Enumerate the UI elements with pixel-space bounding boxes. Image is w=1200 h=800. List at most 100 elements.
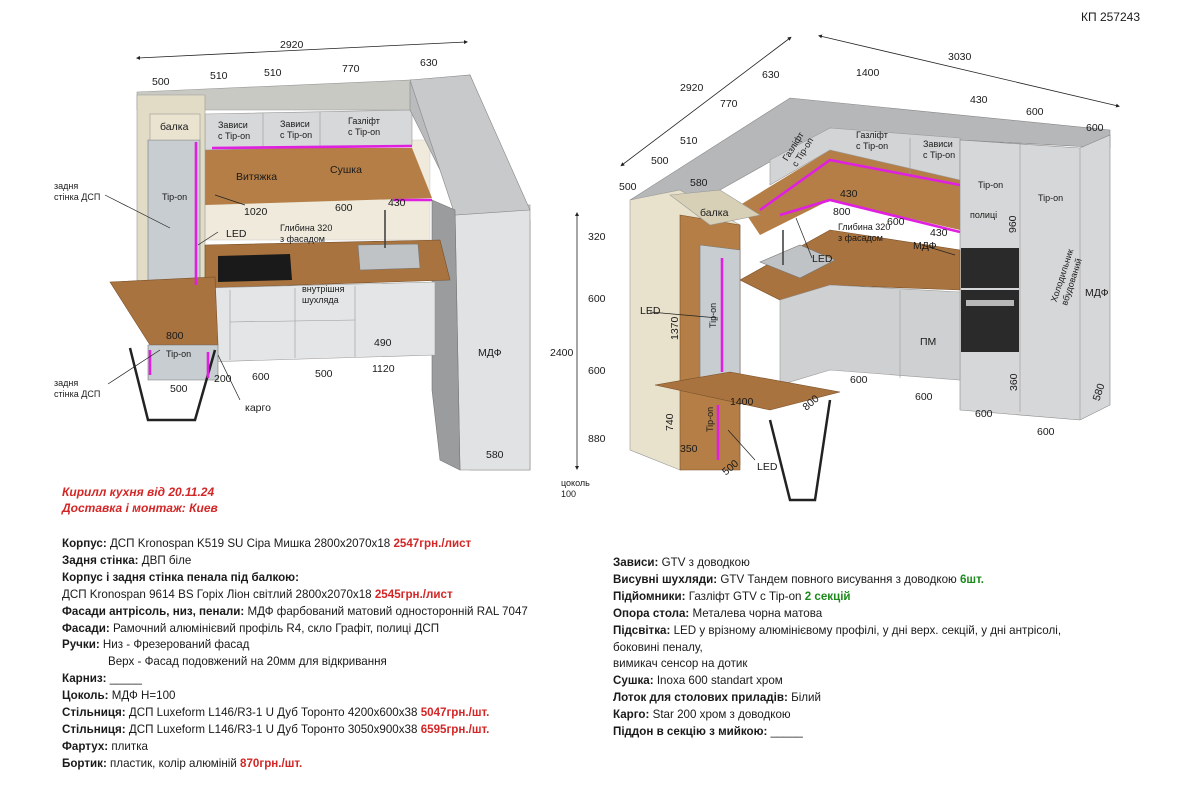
spec-value: Inoxa 600 standart хром xyxy=(653,674,783,688)
left-dim-500: 500 xyxy=(170,383,188,395)
right-dim-1370: 1370 xyxy=(669,316,681,340)
left-dim-490: 490 xyxy=(374,337,392,349)
right-top-dim: 430 xyxy=(970,94,988,106)
spec-row: Верх - Фасад подовжений на 20мм для відк… xyxy=(62,654,602,671)
right-bottom-dim: 600 xyxy=(1037,426,1055,438)
left-vertical-dim: 320 xyxy=(588,231,606,243)
spec-value: Низ - Фрезерований фасад xyxy=(99,638,250,652)
right-led-label: LED xyxy=(640,305,661,317)
spec-key: Бортик: xyxy=(62,756,107,770)
right-top-dim: 1400 xyxy=(856,67,880,79)
spec-value: Верх - Фасад подовжений на 20мм для відк… xyxy=(108,655,387,669)
left-tipon-label: Tip-on xyxy=(162,192,187,202)
spec-price: 5047грн./шт. xyxy=(420,706,490,720)
spec-row: Підсвітка: LED у врізному алюмінієвому п… xyxy=(613,623,1173,640)
spec-key: Фасади: xyxy=(62,621,110,635)
spec-value: GTV Тандем повного висування з доводкою xyxy=(717,572,960,586)
spec-key: Висувні шухляди: xyxy=(613,572,718,586)
spec-key: Фасади антрісоль, низ, пенали: xyxy=(62,604,245,618)
spec-row: Зависи: GTV з доводкою xyxy=(613,555,1173,572)
left-vertical-dim: 2400 xyxy=(550,347,574,359)
right-bottom-dim: 600 xyxy=(850,374,868,386)
spec-key: Підсвітка: xyxy=(613,623,671,637)
spec-key: Задня стінка: xyxy=(62,553,139,567)
right-left-dim: 510 xyxy=(680,135,698,147)
right-left-total-dim: 2920 xyxy=(680,82,704,94)
left-top-dim: 510 xyxy=(210,70,228,82)
left-kargo-label: карго xyxy=(245,402,271,414)
spec-row: боковині пеналу, xyxy=(613,640,1173,657)
spec-value: боковині пеналу, xyxy=(613,640,703,654)
spec-row: Стільниця: ДСП Luxeform L146/R3-1 U Дуб … xyxy=(62,705,602,722)
spec-value: ДСП Kronospan 9614 BS Горіх Ліон світлий… xyxy=(62,587,375,601)
left-vertical-dim: 600 xyxy=(588,365,606,377)
left-top-dim: 500 xyxy=(152,76,170,88)
spec-value: вимикач сенсор на дотик xyxy=(613,657,748,671)
spec-key: Фартух: xyxy=(62,739,109,753)
spec-price: 2547грн./лист xyxy=(393,537,472,550)
left-top-dim: 770 xyxy=(342,63,360,75)
order-title: Кирилл кухня від 20.11.24 xyxy=(62,485,215,499)
spec-key: Карго: xyxy=(613,708,650,722)
right-top-dim: 630 xyxy=(762,69,780,81)
left-balka-label: балка xyxy=(160,121,189,133)
spec-value: МДФ H=100 xyxy=(108,689,176,703)
spec-value: Металева чорна матова xyxy=(689,606,823,620)
document-number: КП 257243 xyxy=(1081,10,1140,24)
left-bottom-dim: 500 xyxy=(315,368,333,380)
right-led-label: LED xyxy=(757,461,778,473)
left-sushka-label: Сушка xyxy=(330,164,362,176)
order-delivery: Доставка і монтаж: Киев xyxy=(62,501,218,515)
right-tipon4-label: Tip-on xyxy=(705,407,715,432)
spec-row: вимикач сенсор на дотик xyxy=(613,656,1173,673)
spec-value: ДСП Luxeform L146/R3-1 U Дуб Торонто 420… xyxy=(125,706,421,720)
spec-value: пластик, колір алюміній xyxy=(106,756,241,770)
left-mdf-label: МДФ xyxy=(478,347,502,359)
spec-row: Задня стінка: ДВП біле xyxy=(62,553,602,570)
right-dim-360: 360 xyxy=(1008,373,1020,391)
right-top-total-dim: 3030 xyxy=(948,51,972,63)
left-dim-430: 430 xyxy=(388,197,406,209)
right-dim-960: 960 xyxy=(1007,215,1019,233)
right-pm-label: ПМ xyxy=(920,336,936,348)
spec-row: Бортик: пластик, колір алюміній 870грн./… xyxy=(62,756,602,773)
spec-quantity: 2 секцій xyxy=(804,589,851,603)
spec-row: Фасади антрісоль, низ, пенали: МДФ фарбо… xyxy=(62,604,602,621)
left-tipon2-label: Tip-on xyxy=(166,349,191,359)
right-dim-350: 350 xyxy=(680,443,698,455)
right-dim-580a: 580 xyxy=(690,177,708,189)
spec-row: Фасади: Рамочний алюмінієвий профіль R4,… xyxy=(62,621,602,638)
spec-row: Опора стола: Металева чорна матова xyxy=(613,606,1173,623)
left-dim-580: 580 xyxy=(486,449,504,461)
spec-row: Цоколь: МДФ H=100 xyxy=(62,688,602,705)
right-dim-600a: 600 xyxy=(887,216,905,228)
spec-row: Карго: Star 200 хром з доводкою xyxy=(613,707,1173,724)
right-balka-label: балка xyxy=(700,207,729,219)
left-led-label: LED xyxy=(226,228,247,240)
spec-key: Стільниця: xyxy=(62,706,126,720)
spec-value: Рамочний алюмінієвий профіль R4, скло Гр… xyxy=(109,621,440,635)
spec-key: Підйомники: xyxy=(613,589,686,603)
spec-key: Корпус: xyxy=(62,537,107,550)
right-tipon2-label: Tip-on xyxy=(1038,193,1063,203)
right-bottom-dim: 600 xyxy=(915,391,933,403)
spec-key: Сушка: xyxy=(613,674,654,688)
spec-value: LED у врізному алюмінієвому профілі, у д… xyxy=(670,623,1062,637)
spec-row: Сушка: Inoxa 600 standart хром xyxy=(613,673,1173,690)
spec-value: Газліфт GTV с Tip-on xyxy=(685,589,805,603)
right-kitchen-view: 3030 2920 630 1400 430 600 600 770 510 5… xyxy=(619,34,1120,502)
left-dim-1020: 1020 xyxy=(244,206,268,218)
right-led-label: LED xyxy=(812,253,833,265)
right-dim-430a: 430 xyxy=(840,188,858,200)
left-bottom-dim: 1120 xyxy=(372,363,395,375)
